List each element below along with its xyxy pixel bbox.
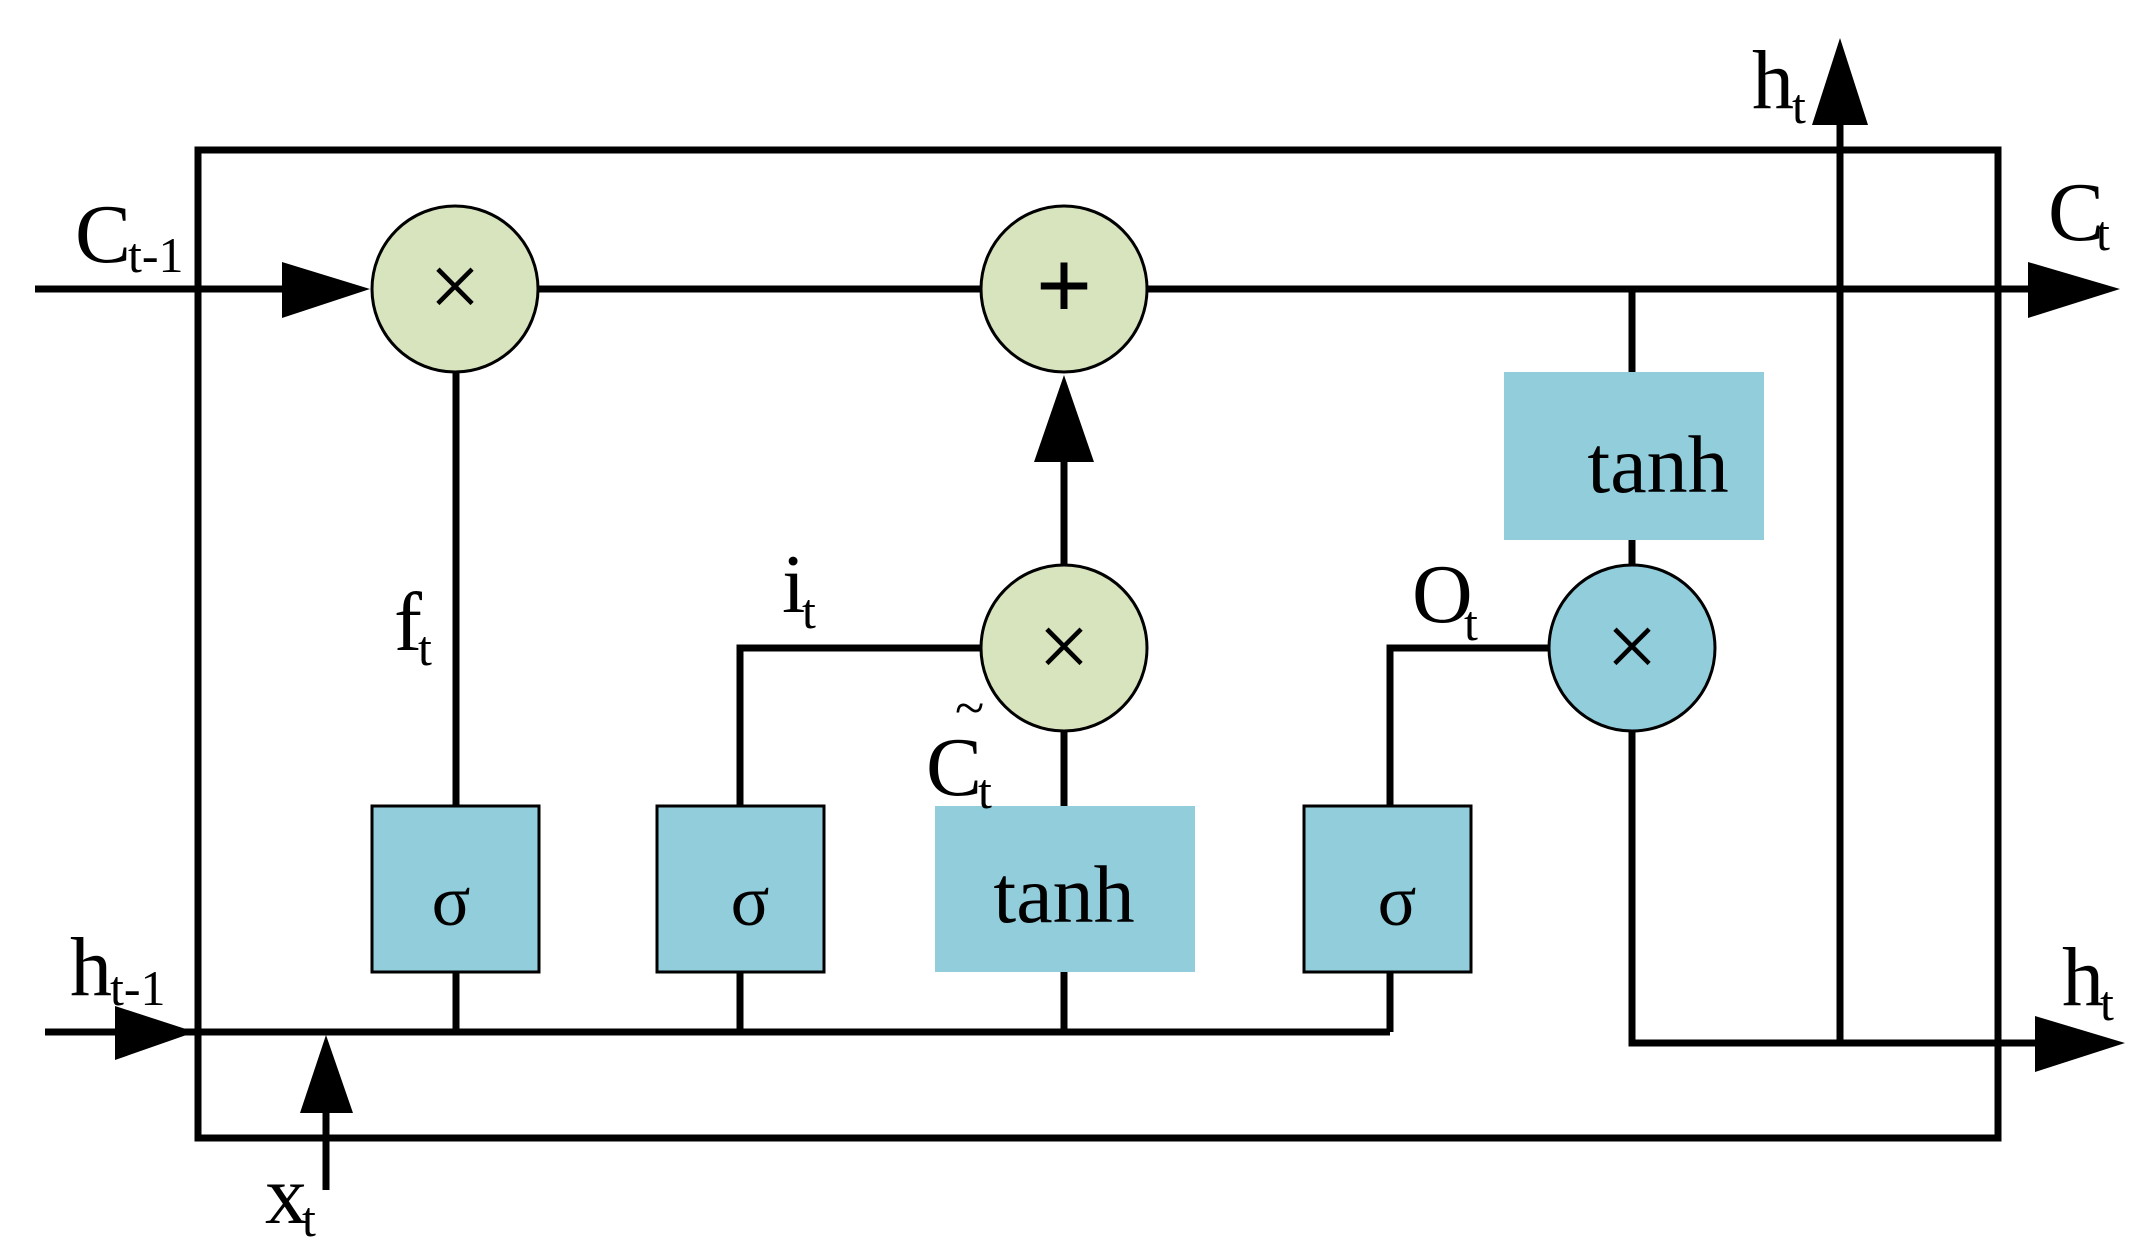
h-prev-label: h t-1 [70,921,166,1016]
svg-text:t: t [1464,595,1478,651]
hidden-output-line [1628,732,2040,1047]
svg-text:h: h [1752,34,1794,127]
cell-add-symbol: + [1036,230,1093,341]
x-input-arrow [300,1035,353,1113]
output-gate-sigma-box [1302,804,1473,974]
forget-gate-sigma-label: σ [432,861,471,941]
svg-text:h: h [2062,931,2104,1024]
output-gate-output-line [1386,644,1550,806]
cell-state-arrow-in [282,262,370,318]
output-gate-sigma-label: σ [1378,861,1417,941]
svg-text:t: t [418,620,432,676]
f-t-label: f t [394,576,432,676]
svg-text:h: h [70,921,112,1014]
h-t-top-label: h t [1752,34,1806,134]
svg-text:t-1: t-1 [110,960,166,1016]
svg-text:t: t [1792,78,1806,134]
hidden-output-arrow-right [2035,1016,2125,1072]
output-multiply-node: × [1547,563,1717,733]
c-t-label: C t [2048,166,2110,261]
input-multiply-symbol: × [1038,595,1090,697]
o-t-label: O t [1412,548,1478,651]
input-update-arrow [1034,375,1094,462]
svg-text:t-1: t-1 [128,227,184,283]
hidden-output-arrow-up [1812,38,1868,125]
hidden-input-arrow [115,1006,195,1060]
svg-text:t: t [978,763,992,819]
candidate-tanh-box [935,806,1195,972]
cell-add-node: + [979,204,1149,374]
svg-text:C: C [926,721,982,814]
input-gate-output-line [736,644,980,806]
cell-state-arrow-out [2028,262,2120,318]
svg-text:f: f [394,576,422,669]
h-t-right-label: h t [2062,931,2114,1031]
svg-text:t: t [2096,205,2110,261]
i-t-label: i t [782,538,816,639]
svg-text:x: x [265,1149,307,1242]
input-gate-sigma-box [655,804,826,974]
svg-text:t: t [2100,975,2114,1031]
svg-text:t: t [802,583,816,639]
svg-text:~: ~ [955,678,984,738]
c-tilde-label: C t ~ [926,678,992,819]
cell-boundary [194,146,2002,1142]
cell-tanh-label: tanh [1587,419,1728,510]
svg-text:O: O [1412,548,1473,641]
forget-multiply-symbol: × [429,235,481,337]
candidate-tanh-label: tanh [993,849,1134,940]
forget-multiply-node: × [370,204,540,374]
svg-text:C: C [75,188,131,281]
forget-gate-sigma-box [370,804,541,974]
svg-text:t: t [302,1191,316,1247]
input-multiply-node: × [979,563,1149,733]
cell-tanh-box [1504,372,1764,540]
c-prev-label: C t-1 [75,188,184,283]
output-multiply-symbol: × [1606,595,1658,697]
input-gate-sigma-label: σ [731,861,770,941]
svg-text:i: i [782,538,805,631]
x-t-label: x t [265,1149,316,1247]
svg-text:C: C [2048,166,2104,259]
